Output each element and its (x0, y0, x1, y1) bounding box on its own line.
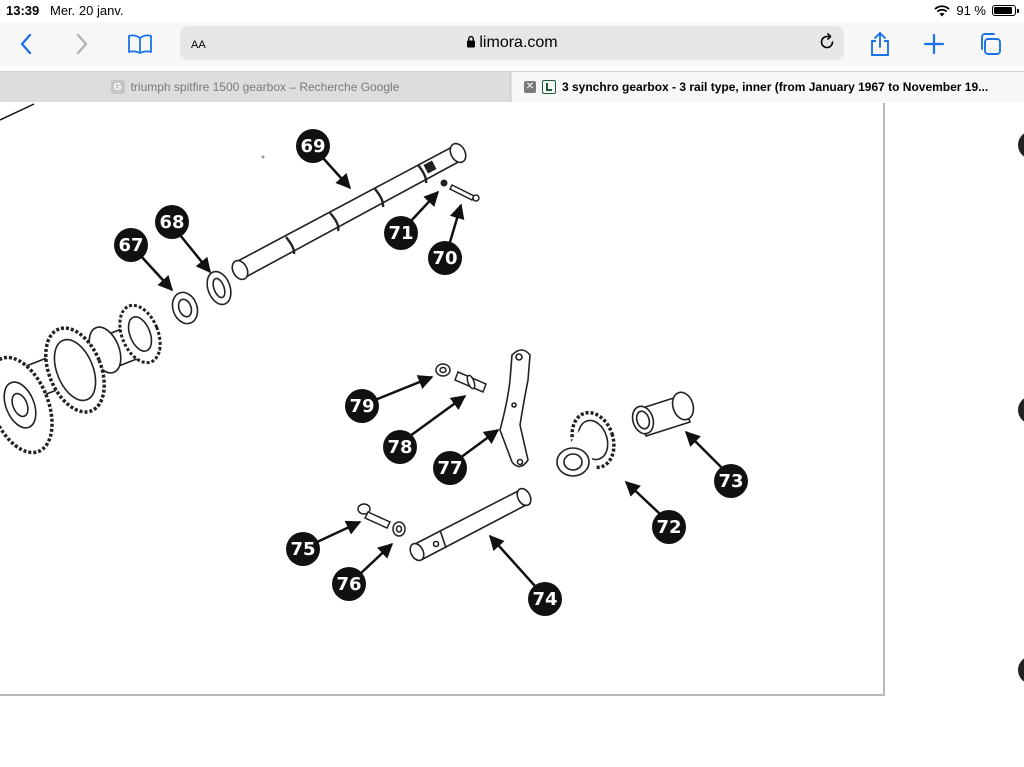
close-tab-icon[interactable]: ✕ (524, 81, 536, 93)
callout-76[interactable]: 76 (332, 542, 394, 601)
tabs-overview-button[interactable] (974, 28, 1006, 60)
callout-label: 74 (532, 589, 557, 610)
callout-label: 71 (388, 223, 413, 244)
part-78-stud (454, 371, 487, 393)
callout-label: 79 (349, 396, 374, 417)
reader-button[interactable]: AA (191, 35, 206, 51)
callout-71[interactable]: 71 (384, 190, 440, 250)
callout-75[interactable]: 75 (286, 520, 362, 566)
status-date: Mer. 20 janv. (50, 3, 124, 18)
wifi-icon (934, 4, 950, 16)
edge-ornament (1018, 658, 1024, 682)
part-75-bolt (357, 503, 392, 529)
browser-toolbar: AA limora.com (0, 22, 1024, 66)
bookmarks-button[interactable] (124, 28, 156, 60)
status-right: 91 % (934, 3, 1019, 18)
callout-label: 67 (118, 235, 143, 256)
share-icon (871, 32, 889, 56)
reader-label: AA (191, 39, 206, 51)
gearbox-parts-diagram: 67 68 69 70 71 72 73 (0, 103, 1024, 696)
callout-label: 77 (437, 458, 462, 479)
callout-label: 68 (159, 212, 184, 233)
status-time: 13:39 (6, 3, 40, 18)
battery-percent: 91 % (956, 3, 986, 18)
callout-77[interactable]: 77 (433, 428, 500, 485)
part-79-nut (435, 363, 451, 377)
battery-icon (992, 5, 1019, 16)
edge-ornament (1018, 398, 1024, 422)
part-68-washer (206, 270, 232, 306)
status-bar: 13:39 Mer. 20 janv. 91 % (0, 0, 1024, 22)
part-77-lever (499, 349, 531, 468)
part-74-shaft (409, 487, 532, 562)
address-bar[interactable]: AA limora.com (180, 26, 844, 60)
tab-label: 3 synchro gearbox - 3 rail type, inner (… (562, 80, 989, 94)
back-button[interactable] (10, 28, 42, 60)
callout-70[interactable]: 70 (428, 203, 465, 275)
plus-icon (923, 33, 945, 55)
reload-icon (820, 33, 834, 49)
reload-button[interactable] (818, 33, 836, 56)
edge-ornament (1018, 133, 1024, 157)
part-73-bush (631, 391, 695, 437)
page-content: 67 68 69 70 71 72 73 (0, 103, 1024, 767)
callout-label: 70 (432, 248, 457, 269)
tab-google-search[interactable]: G triumph spitfire 1500 gearbox – Recher… (0, 72, 511, 102)
callout-label: 69 (300, 136, 325, 157)
callout-72[interactable]: 72 (624, 480, 686, 544)
part-72-gear (556, 410, 616, 482)
callout-69[interactable]: 69 (296, 129, 352, 190)
tab-limora-page[interactable]: ✕ 3 synchro gearbox - 3 rail type, inner… (512, 72, 1024, 102)
limora-favicon-icon (542, 80, 556, 94)
callout-label: 72 (656, 517, 681, 538)
tab-label: triumph spitfire 1500 gearbox – Recherch… (130, 80, 400, 94)
google-favicon-icon: G (110, 80, 125, 94)
tab-bar: G triumph spitfire 1500 gearbox – Recher… (0, 71, 1024, 102)
callout-label: 76 (336, 574, 361, 595)
share-button[interactable] (864, 28, 896, 60)
callout-67[interactable]: 67 (114, 228, 174, 292)
chevron-right-icon (76, 33, 88, 55)
laygear-cluster (0, 303, 162, 455)
url-display[interactable]: limora.com (180, 34, 844, 52)
diagram-frame (0, 103, 885, 696)
open-book-icon (128, 34, 152, 54)
speck (261, 155, 265, 159)
tabs-icon (981, 33, 1001, 55)
url-text: limora.com (479, 34, 558, 51)
callout-78[interactable]: 78 (383, 394, 467, 464)
callout-label: 73 (718, 471, 743, 492)
leader-line (0, 103, 35, 121)
part-67-washer (171, 291, 199, 325)
callout-label: 78 (387, 437, 412, 458)
callout-73[interactable]: 73 (684, 430, 748, 498)
part-71-ball (440, 179, 448, 187)
callout-74[interactable]: 74 (488, 534, 562, 616)
callout-79[interactable]: 79 (345, 375, 434, 423)
part-70-pin (448, 183, 480, 202)
new-tab-button[interactable] (918, 28, 950, 60)
lock-icon (467, 35, 476, 48)
part-76-washer (392, 521, 406, 537)
battery-fill (994, 7, 1013, 14)
forward-button[interactable] (66, 28, 98, 60)
part-69-shaft (231, 142, 467, 281)
chevron-left-icon (20, 33, 32, 55)
callout-label: 75 (290, 539, 315, 560)
callout-68[interactable]: 68 (155, 205, 211, 274)
